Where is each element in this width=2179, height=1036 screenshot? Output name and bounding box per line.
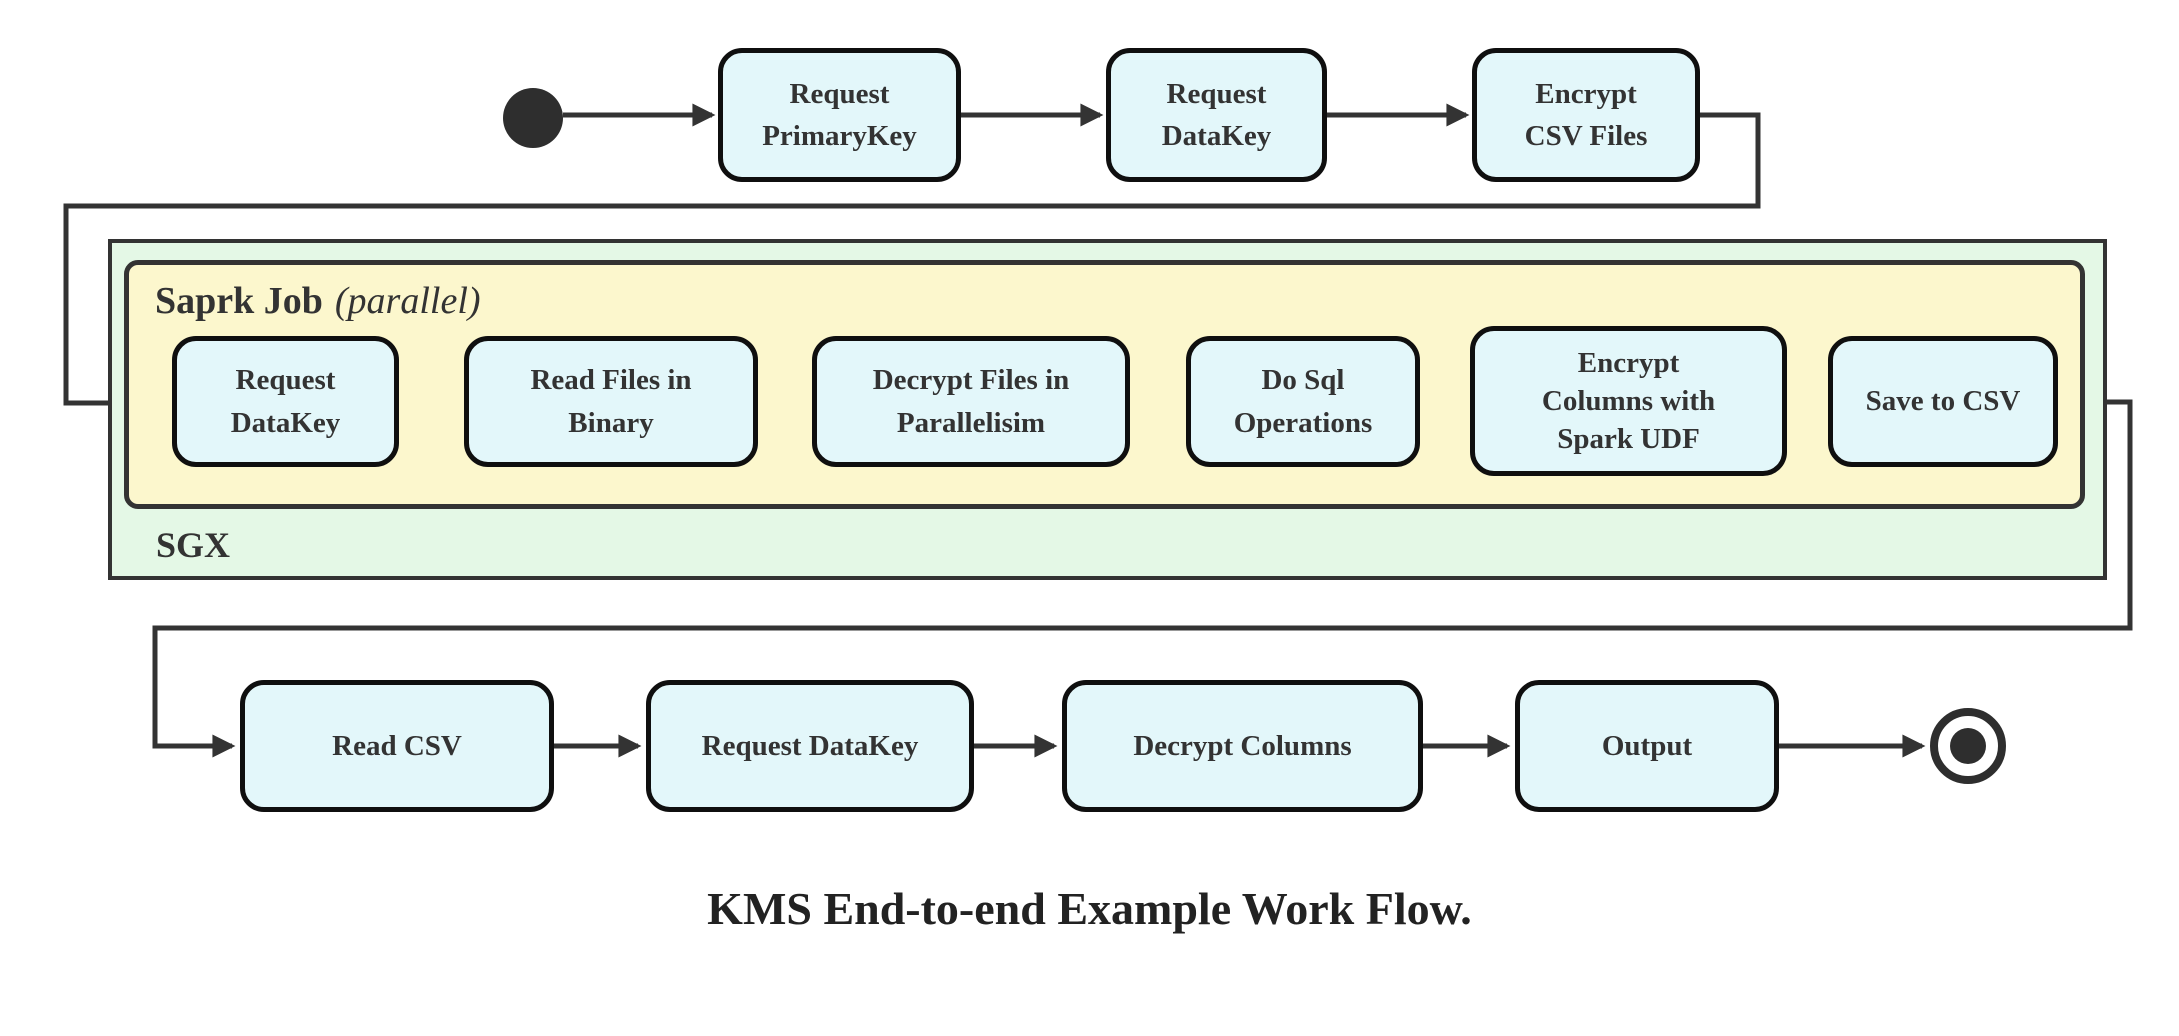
node-label-line: Read CSV	[332, 729, 462, 762]
node-label-line: Parallelisim	[896, 406, 1046, 439]
node-do-sql-operations: Do Sql Operations	[1186, 336, 1420, 467]
edge-save-csv-to-read-csv	[152, 399, 2133, 758]
node-label-line: Decrypt Files in	[872, 364, 1070, 397]
end-node	[1930, 708, 2006, 784]
diagram-caption: KMS End-to-end Example Work Flow.	[707, 883, 1472, 934]
node-label-line: Read Files in	[530, 364, 692, 397]
node-label-line: Encrypt	[1577, 346, 1680, 379]
node-label-line: CSV Files	[1524, 120, 1648, 152]
node-label-line: Decrypt Columns	[1133, 729, 1352, 762]
node-label-line: Request DataKey	[701, 729, 919, 762]
node-request-primarykey: Request PrimaryKey	[718, 48, 961, 182]
node-label-line: DataKey	[230, 406, 341, 439]
node-label-line: Save to CSV	[1865, 385, 2021, 418]
node-encrypt-csv-files: Encrypt CSV Files	[1472, 48, 1700, 182]
node-label-line: Columns with	[1541, 384, 1716, 417]
node-label-line: Output	[1601, 729, 1693, 762]
spark-job-container-label: Saprk Job (parallel)	[155, 279, 481, 323]
node-label-line: DataKey	[1161, 120, 1272, 152]
node-label-line: Do Sql	[1261, 364, 1345, 397]
node-request-datakey-top: Request DataKey	[1106, 48, 1327, 182]
node-read-csv: Read CSV	[240, 680, 554, 812]
node-label-line: Request	[789, 77, 890, 110]
node-request-datakey-sgx: Request DataKey	[172, 336, 399, 467]
node-label-line: Binary	[568, 406, 654, 439]
node-read-files-in-binary: Read Files in Binary	[464, 336, 758, 467]
sgx-container-label: SGX	[156, 525, 231, 565]
node-label-line: Request	[1166, 77, 1267, 110]
node-label-line: Spark UDF	[1557, 423, 1700, 456]
node-request-datakey-bottom: Request DataKey	[646, 680, 974, 812]
spark-job-label-bold: Saprk Job	[155, 280, 323, 322]
node-decrypt-files-in-parallelisim: Decrypt Files in Parallelisim	[812, 336, 1130, 467]
node-label-line: Encrypt	[1535, 77, 1637, 110]
node-label-line: Operations	[1233, 406, 1373, 439]
edge-encrypt-csv-files-to-sgx-request-datakey	[63, 112, 1761, 415]
node-label-line: PrimaryKey	[762, 120, 917, 152]
node-save-to-csv: Save to CSV	[1828, 336, 2058, 467]
node-encrypt-columns-with-spark-udf: Encrypt Columns with Spark UDF	[1470, 326, 1787, 476]
node-decrypt-columns: Decrypt Columns	[1062, 680, 1423, 812]
start-node	[503, 88, 563, 148]
spark-job-label-parallel: (parallel)	[334, 280, 481, 322]
end-node-dot	[1950, 728, 1986, 764]
node-label-line: Request	[235, 364, 336, 397]
node-output: Output	[1515, 680, 1779, 812]
